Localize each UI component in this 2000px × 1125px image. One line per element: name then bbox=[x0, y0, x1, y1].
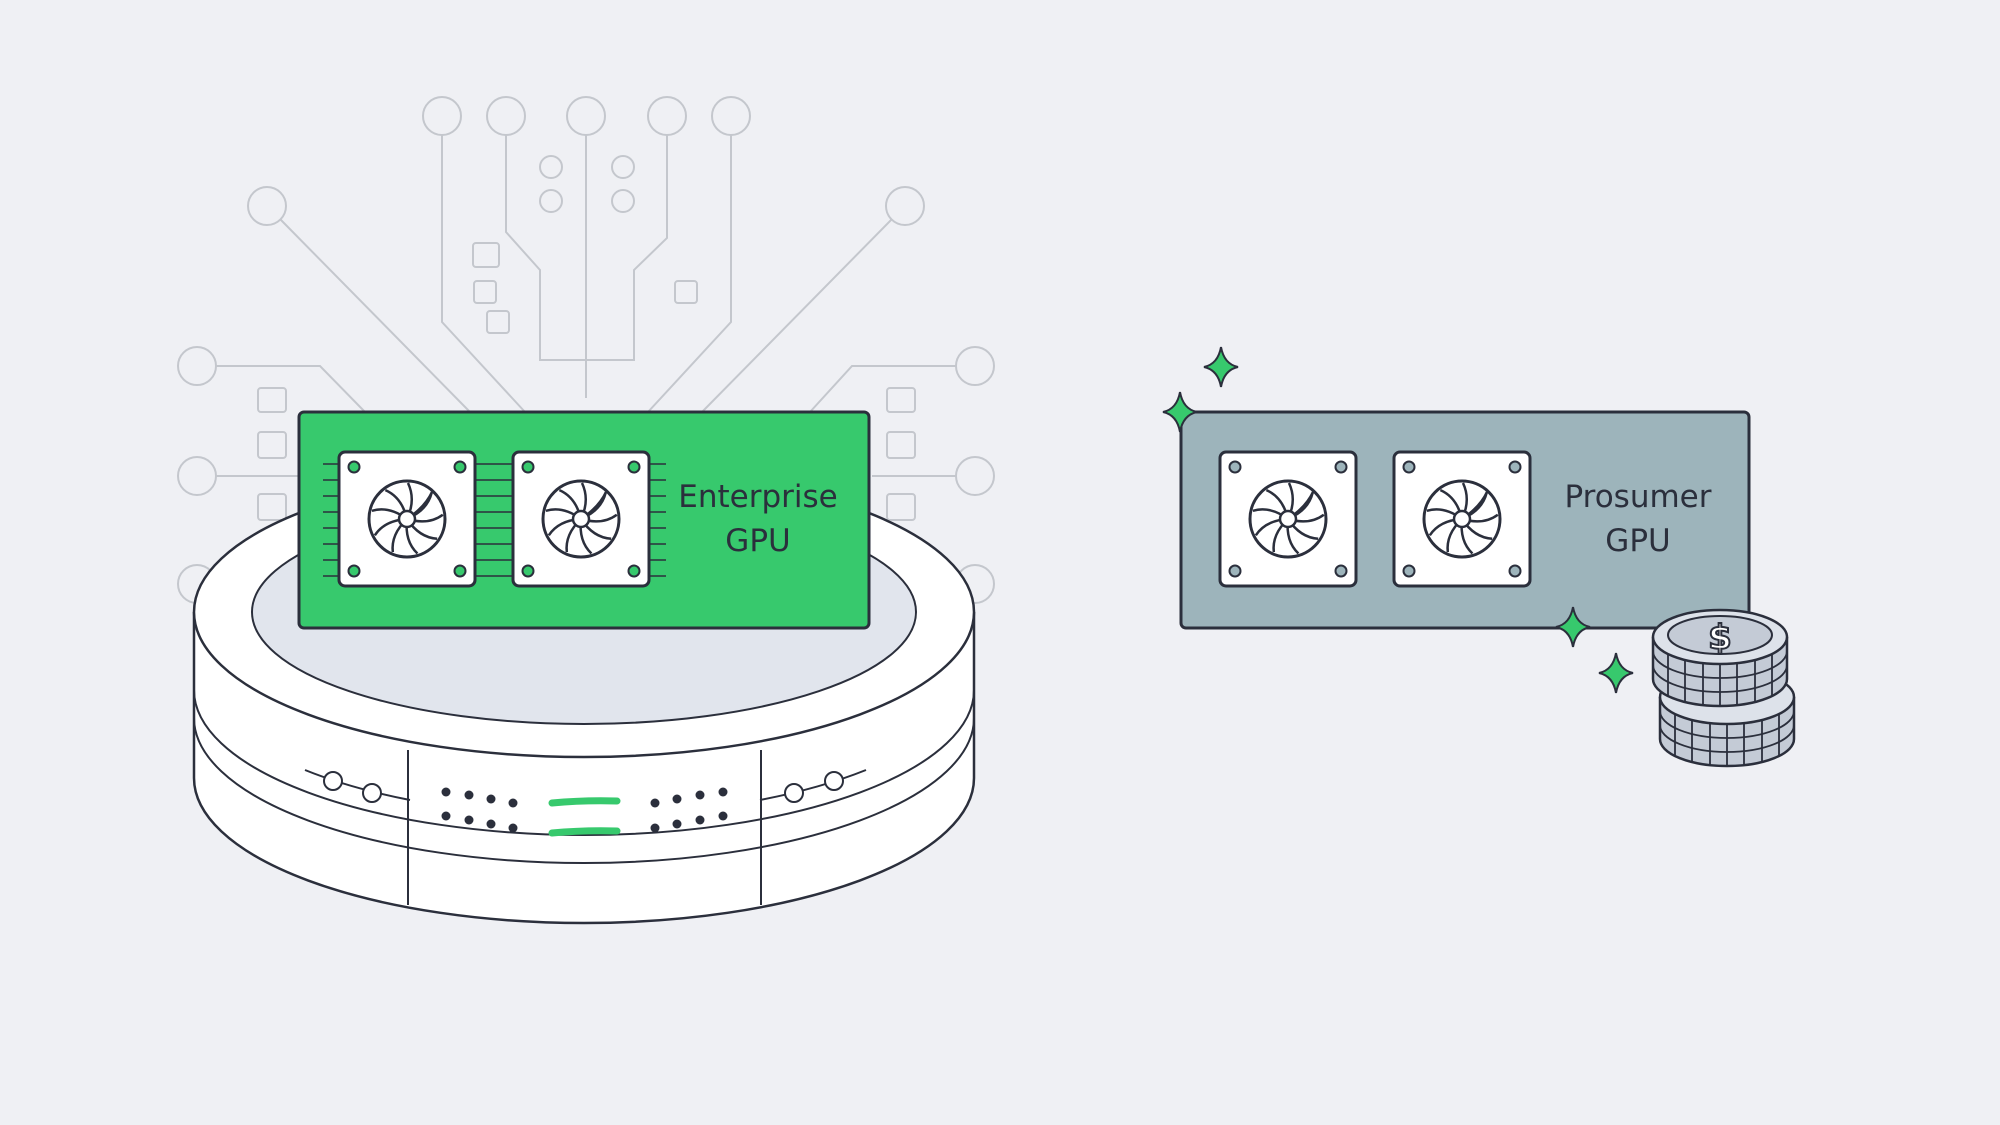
enterprise-gpu-label: Enterprise GPU bbox=[668, 475, 848, 563]
fan-icon bbox=[1218, 450, 1358, 588]
heatsink-fins bbox=[323, 463, 666, 577]
fan-icon bbox=[337, 450, 477, 588]
coin-symbol: $ bbox=[1708, 618, 1732, 658]
prosumer-gpu-label-line1: Prosumer bbox=[1564, 479, 1712, 515]
prosumer-gpu-label-line2: GPU bbox=[1605, 523, 1671, 559]
prosumer-gpu-label: Prosumer GPU bbox=[1548, 475, 1728, 563]
enterprise-gpu-board bbox=[297, 410, 871, 630]
prosumer-gpu-board bbox=[1179, 410, 1751, 630]
coin-stack-icon: $ bbox=[1651, 608, 1796, 768]
fan-icon bbox=[1392, 450, 1532, 588]
enterprise-gpu-label-line2: GPU bbox=[725, 523, 791, 559]
circuit-traces bbox=[177, 96, 995, 604]
enterprise-gpu-label-line1: Enterprise bbox=[678, 479, 838, 515]
fan-icon bbox=[511, 450, 651, 588]
